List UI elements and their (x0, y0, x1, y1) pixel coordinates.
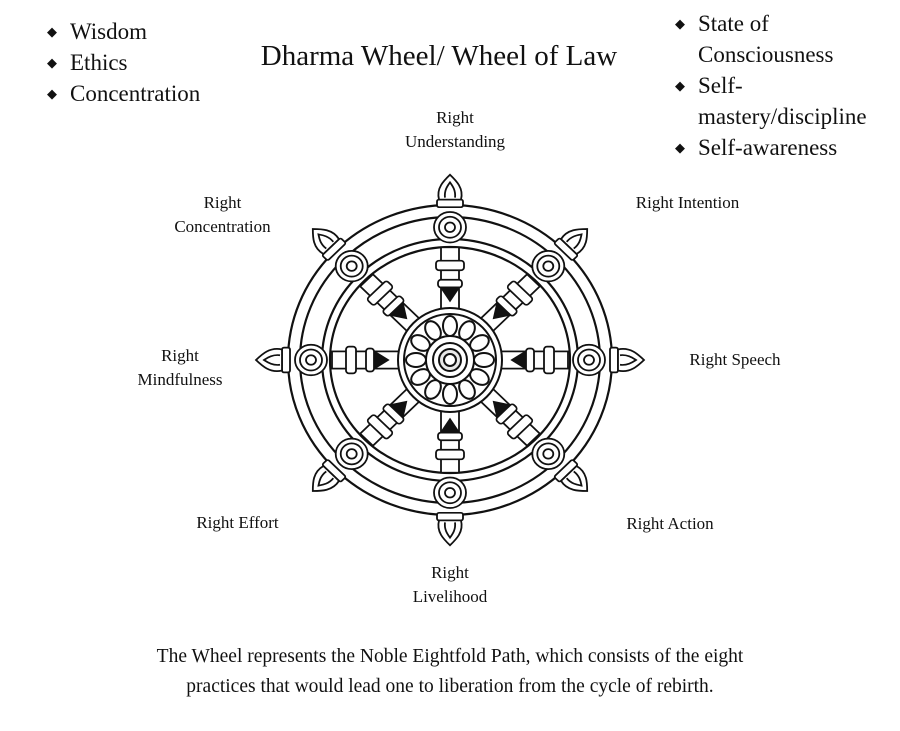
list-item-self-awareness: ◆ Self-awareness (672, 132, 867, 163)
label-right-intention: Right Intention (635, 193, 740, 212)
spoke-bottom (433, 406, 467, 547)
diamond-bullet-icon: ◆ (47, 24, 57, 39)
label-right-understanding: Right Understanding (404, 108, 506, 151)
spoke-top (433, 173, 467, 314)
left-bullet-list: ◆ Wisdom ◆ Ethics ◆ Concentration (44, 16, 200, 109)
diamond-bullet-icon: ◆ (47, 86, 57, 101)
list-item-label: Concentration (70, 81, 201, 106)
hub-petal (442, 383, 458, 405)
diamond-bullet-icon: ◆ (675, 140, 685, 155)
list-item-label: Ethics (70, 50, 128, 75)
label-right-action: Right Action (626, 514, 714, 533)
hub-petal (473, 352, 495, 368)
list-item-label: State of Consciousness (698, 11, 834, 67)
label-right-livelihood: Right Livelihood (412, 563, 488, 606)
spoke-top-left (311, 228, 423, 334)
wheel-hub (397, 307, 503, 413)
spoke-bottom-right (477, 386, 589, 492)
diagram-title: Dharma Wheel/ Wheel of Law (260, 40, 618, 72)
spoke-top-right (477, 228, 589, 334)
spoke-bottom-left (311, 386, 423, 492)
diamond-bullet-icon: ◆ (675, 16, 685, 31)
label-right-concentration: Right Concentration (174, 193, 271, 236)
label-right-mindfulness: Right Mindfulness (137, 346, 223, 389)
spoke-right (499, 343, 646, 377)
list-item-label: Self-awareness (698, 135, 838, 160)
diamond-bullet-icon: ◆ (47, 55, 57, 70)
spoke-left (254, 343, 401, 377)
wheel-spokes (254, 173, 646, 547)
hub-petal (405, 352, 427, 368)
list-item-self-mastery: ◆ Self- mastery/discipline (672, 70, 867, 132)
list-item-state-of-consciousness: ◆ State of Consciousness (672, 8, 867, 70)
list-item-concentration: ◆ Concentration (44, 78, 200, 109)
right-bullet-list: ◆ State of Consciousness ◆ Self- mastery/d… (672, 8, 867, 163)
caption: The Wheel represents the Noble Eightfold… (156, 646, 744, 697)
list-item-wisdom: ◆ Wisdom (44, 16, 200, 47)
diamond-bullet-icon: ◆ (675, 78, 685, 93)
label-right-effort: Right Effort (196, 513, 279, 532)
label-right-speech: Right Speech (689, 350, 781, 369)
list-item-label: Wisdom (70, 19, 148, 44)
list-item-label: Self- mastery/discipline (698, 73, 867, 129)
hub-petal (442, 315, 458, 337)
dharma-wheel-icon (254, 173, 646, 547)
list-item-ethics: ◆ Ethics (44, 47, 200, 78)
